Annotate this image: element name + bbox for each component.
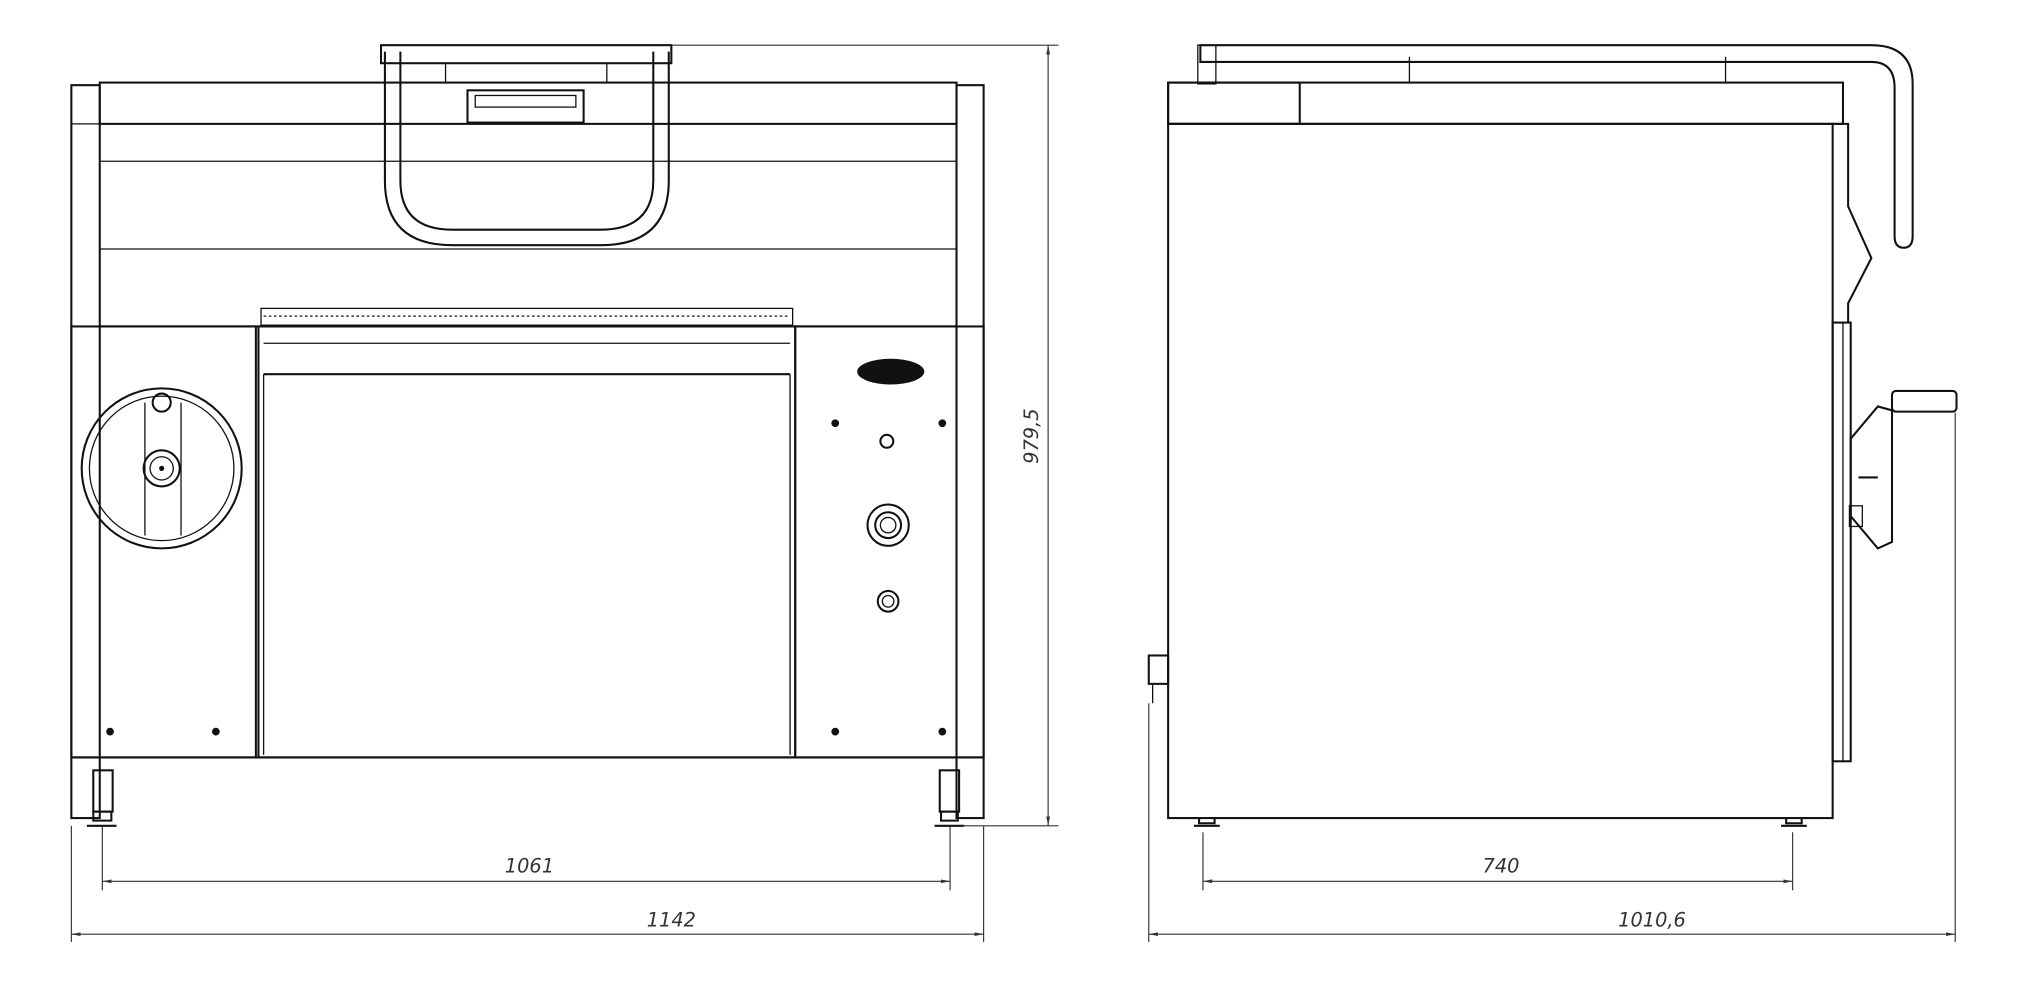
side-dimensions: 740 1010,6 [1148,412,1956,942]
side-crank-wheel [1848,389,1958,550]
front-dimensions: 1061 1142 979,5 [70,44,1059,942]
legs [71,756,984,827]
dimension-feet-span-side: 740 [1483,854,1520,877]
vent-grille [260,307,794,326]
dimension-feet-span-front: 1061 [505,854,554,877]
control-panel [794,325,985,759]
brand-logo [857,358,925,385]
side-view [1147,44,1958,827]
indicator-lamp [879,433,895,449]
tilt-handwheel [80,387,243,550]
side-pipe [1147,654,1170,704]
switch-button [876,589,900,613]
side-control-box [1831,321,1852,763]
dimension-overall-height: 979,5 [1020,408,1043,463]
dimension-overall-width: 1142 [647,908,696,931]
top-frame [70,81,985,820]
front-view [70,44,985,827]
side-rail-handle [1197,44,1914,323]
temperature-knob [866,503,910,547]
side-feet [1193,787,1834,827]
dimension-overall-depth: 1010,6 [1618,908,1686,931]
center-door [257,325,797,759]
lid-handle [379,44,673,247]
